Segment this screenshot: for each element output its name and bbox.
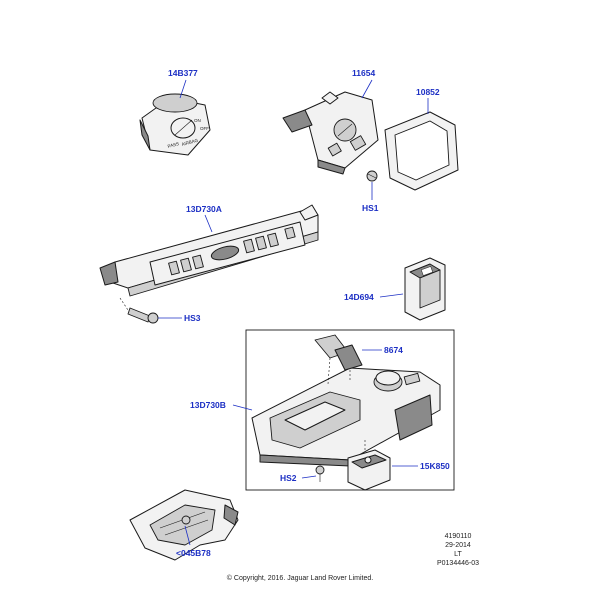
callout-HS1: HS1	[362, 203, 379, 213]
callout-HS3: HS3	[184, 313, 201, 323]
airbag-on-text: ON	[194, 118, 201, 123]
callout-13D730A: 13D730A	[186, 204, 222, 214]
callout-HS2: HS2	[280, 473, 297, 483]
part-13D730B-console-panel	[251, 367, 441, 467]
meta-code-2: 29-2014	[445, 542, 471, 549]
part-11654-headlamp-switch	[282, 91, 379, 175]
callout-8674: 8674	[384, 345, 403, 355]
airbag-off-text: OFF	[200, 126, 209, 131]
copyright-text: © Copyright, 2016. Jaguar Land Rover Lim…	[226, 575, 374, 582]
callout-14B377: 14B377	[168, 68, 198, 78]
leader-14B377	[179, 79, 187, 99]
meta-code-3: LT	[454, 551, 462, 558]
screw-HS1	[366, 170, 378, 182]
leader-14D694	[379, 293, 404, 298]
leader-HS2	[301, 475, 317, 479]
leader-11654	[361, 79, 373, 99]
meta-code-1: 4190110	[444, 533, 472, 540]
part-14D694-switch	[404, 257, 446, 321]
screw-HS2	[315, 465, 325, 482]
leader-13D730B	[232, 404, 253, 411]
callout-14D694: 14D694	[344, 292, 374, 302]
part-10852-bezel	[384, 111, 459, 191]
part-15K850-switch	[347, 440, 391, 491]
leader-13D730A	[204, 214, 213, 233]
meta-code-4: P0134446-03	[436, 560, 480, 567]
part-045B78-bracket	[129, 489, 239, 561]
screw-HS3	[119, 297, 159, 324]
diagram-meta: 4190110 29-2014 LT P0134446-03	[423, 533, 493, 567]
leader-045B78	[184, 525, 191, 546]
assembly-box	[245, 329, 455, 491]
part-13D730A-switch-pack	[99, 204, 319, 297]
callout-13D730B: 13D730B	[190, 400, 226, 410]
airbag-pass-text: PASS	[167, 141, 180, 149]
part-14B377-airbag-switch: ON OFF PASS AIRBAG	[139, 93, 211, 156]
airbag-label-text: AIRBAG	[181, 138, 199, 147]
callout-11654: 11654	[352, 68, 375, 78]
callout-10852: 10852	[416, 87, 440, 97]
part-8674-insert	[314, 334, 363, 385]
callout-045B78: <045B78	[176, 548, 211, 558]
callout-15K850: 15K850	[420, 461, 450, 471]
